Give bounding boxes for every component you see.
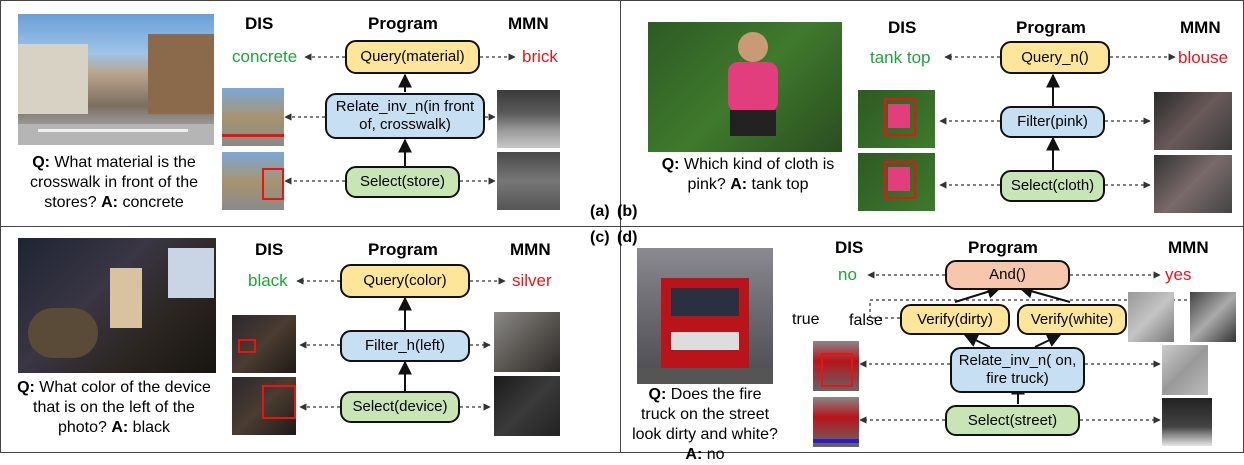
panel-label-c: (c) bbox=[590, 229, 610, 246]
relate-node: Relate_inv_n(in front of, crosswalk) bbox=[325, 93, 485, 139]
and-node: And() bbox=[945, 260, 1070, 290]
filter-node: Filter(pink) bbox=[1000, 106, 1105, 138]
mmn-answer: yes bbox=[1165, 265, 1192, 284]
dis-header: DIS bbox=[245, 14, 274, 33]
mmn-answer: brick bbox=[522, 47, 558, 66]
mmn-header: MMN bbox=[508, 14, 549, 33]
panel-label-b: (b) bbox=[617, 203, 638, 220]
panel-label-a: (a) bbox=[590, 203, 610, 220]
program-header: Program bbox=[968, 238, 1038, 257]
dis-attention-thumb bbox=[858, 90, 935, 148]
verify-dirty-node: Verify(dirty) bbox=[900, 304, 1010, 335]
dis-answer: black bbox=[248, 271, 288, 290]
panel-label-d: (d) bbox=[617, 229, 638, 246]
mmn-attention-thumb bbox=[1162, 345, 1208, 395]
panel-b-question: Q: Which kind of cloth is pink? A: tank … bbox=[661, 156, 835, 193]
query-node: Query_n() bbox=[1000, 41, 1110, 74]
panel-c-question: Q: What color of the device that is on t… bbox=[17, 379, 211, 436]
panel-d-question: Q: Does the fire truck on the street loo… bbox=[632, 386, 778, 463]
select-node: Select(store) bbox=[345, 166, 460, 198]
mmn-attention-thumb bbox=[1162, 398, 1212, 446]
mmn-answer: silver bbox=[512, 271, 552, 290]
mmn-attention-thumb bbox=[1154, 92, 1232, 150]
query-node: Query(material) bbox=[345, 40, 480, 74]
mmn-attention-thumb bbox=[1128, 292, 1174, 342]
dis-attention-thumb bbox=[232, 315, 296, 373]
mmn-attention-thumb bbox=[497, 90, 560, 148]
verify-white-node: Verify(white) bbox=[1017, 304, 1127, 335]
dis-answer: no bbox=[838, 265, 857, 284]
mmn-attention-thumb bbox=[1190, 292, 1236, 342]
horizontal-divider bbox=[0, 226, 1244, 227]
program-header: Program bbox=[368, 14, 438, 33]
dis-answer: tank top bbox=[870, 48, 931, 67]
mmn-answer: blouse bbox=[1178, 48, 1229, 67]
verify-false-label: false bbox=[849, 312, 883, 329]
relate-node: Relate_inv_n( on, fire truck) bbox=[950, 347, 1085, 393]
program-header: Program bbox=[368, 240, 438, 259]
program-header: Program bbox=[1016, 18, 1086, 37]
query-node: Query(color) bbox=[340, 264, 470, 298]
dis-attention-thumb bbox=[813, 341, 859, 391]
dis-attention-thumb bbox=[813, 397, 859, 447]
select-node: Select(cloth) bbox=[1000, 170, 1105, 202]
mmn-attention-thumb bbox=[494, 376, 560, 436]
panel-a-question: Q: What material is the crosswalk in fro… bbox=[29, 154, 199, 211]
street-photo bbox=[18, 14, 214, 145]
dis-header: DIS bbox=[255, 240, 284, 259]
dis-attention-thumb bbox=[222, 152, 284, 210]
mmn-header: MMN bbox=[510, 240, 551, 259]
select-node: Select(street) bbox=[945, 405, 1080, 436]
desk-photo bbox=[18, 238, 216, 373]
dis-header: DIS bbox=[888, 18, 917, 37]
dis-attention-thumb bbox=[232, 377, 296, 435]
verify-true-label: true bbox=[792, 311, 820, 328]
dis-header: DIS bbox=[835, 238, 864, 257]
filter-node: Filter_h(left) bbox=[340, 330, 470, 362]
dis-attention-thumb bbox=[222, 88, 284, 146]
mmn-attention-thumb bbox=[497, 152, 560, 210]
mmn-attention-thumb bbox=[1154, 155, 1232, 213]
mmn-attention-thumb bbox=[494, 312, 560, 372]
dis-answer: concrete bbox=[232, 47, 298, 66]
dis-attention-thumb bbox=[858, 153, 935, 211]
fire-truck-photo bbox=[637, 248, 773, 384]
mmn-header: MMN bbox=[1168, 238, 1209, 257]
mmn-header: MMN bbox=[1180, 18, 1221, 37]
select-node: Select(device) bbox=[340, 391, 460, 423]
tennis-photo bbox=[648, 22, 842, 152]
